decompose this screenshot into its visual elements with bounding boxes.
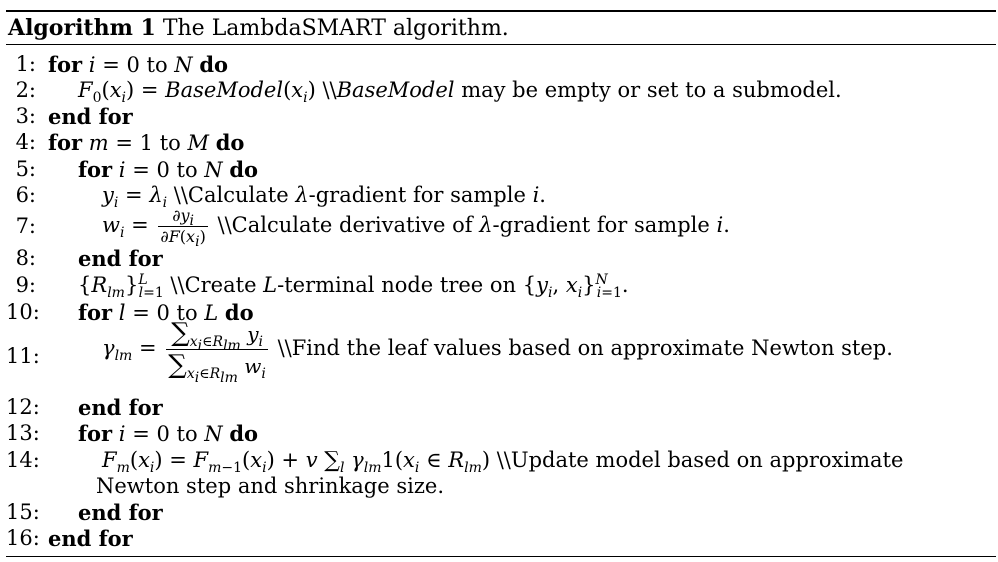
line-number: 6: — [15, 183, 36, 207]
line-number: 15: — [6, 500, 40, 524]
line-number: 8: — [15, 246, 36, 270]
line-number: 16: — [6, 526, 40, 550]
keyword-end-for: end for — [78, 500, 163, 525]
keyword-to: to — [146, 53, 168, 77]
line-number: 14: — [6, 448, 40, 472]
keyword-for: for — [48, 52, 83, 77]
update-comment: \\Update model based on approximate — [496, 448, 904, 472]
line-number: 12: — [6, 395, 40, 419]
loop-bound: N — [204, 158, 223, 182]
loop-bound: N — [174, 53, 193, 77]
leaf-value-fraction: ∑xi∈Rlm yi ∑xi∈Rlm wi — [166, 318, 268, 386]
derivative-fraction: ∂yi ∂F(xi) — [158, 206, 208, 251]
top-rule — [6, 10, 996, 12]
keyword-end-for: end for — [48, 526, 133, 551]
keyword-to: to — [159, 131, 181, 155]
keyword-do: do — [199, 52, 229, 77]
keyword-do: do — [229, 421, 259, 446]
keyword-for: for — [78, 300, 113, 325]
keyword-for: for — [78, 157, 113, 182]
line-number: 11: — [6, 344, 40, 368]
caption-label: Algorithm 1 — [8, 15, 156, 41]
line-number: 2: — [15, 78, 36, 102]
keyword-to: to — [176, 301, 198, 325]
algorithm-box: Algorithm 1 The LambdaSMART algorithm. — [6, 10, 996, 45]
line-number: 1: — [15, 52, 36, 76]
caption-rule — [6, 44, 996, 45]
loop-bound: L — [204, 301, 219, 325]
keyword-to: to — [176, 158, 198, 182]
loop-bound: N — [204, 422, 223, 446]
keyword-do: do — [224, 300, 254, 325]
line-number: 4: — [15, 130, 36, 154]
line-number: 3: — [15, 104, 36, 128]
algorithm-caption: Algorithm 1 The LambdaSMART algorithm. — [6, 12, 996, 44]
caption-title: The LambdaSMART algorithm. — [162, 16, 509, 41]
line-number: 7: — [15, 214, 36, 238]
loop-bound: M — [187, 131, 209, 155]
keyword-do: do — [215, 130, 245, 155]
line-number: 13: — [6, 421, 40, 445]
line-number: 5: — [15, 157, 36, 181]
keyword-do: do — [229, 157, 259, 182]
keyword-end-for: end for — [78, 246, 163, 271]
line-number: 10: — [6, 300, 40, 324]
keyword-for: for — [48, 130, 83, 155]
keyword-for: for — [78, 421, 113, 446]
keyword-to: to — [176, 422, 198, 446]
keyword-end-for: end for — [48, 104, 133, 129]
line-number: 9: — [15, 273, 36, 297]
bottom-rule — [6, 556, 996, 557]
keyword-end-for: end for — [78, 395, 163, 420]
continuation-text: Newton step and shrinkage size. — [96, 474, 445, 498]
